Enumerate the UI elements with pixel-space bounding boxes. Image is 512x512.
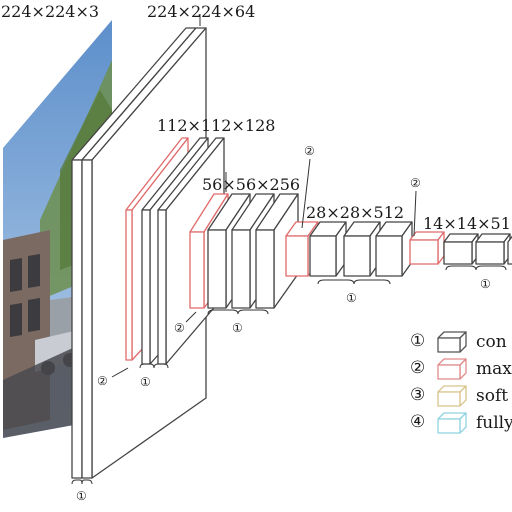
svg-text:③: ③: [410, 385, 425, 405]
svg-text:①: ①: [410, 331, 425, 351]
conv-brace-5: ①: [445, 265, 507, 291]
block3-dim-label: 56×56×256: [202, 175, 300, 194]
input-dim-label: 224×224×3: [1, 2, 99, 21]
softmax-cube-icon: [437, 385, 467, 407]
svg-text:soft: soft: [476, 386, 508, 406]
legend-item-softmax: ③ soft: [410, 385, 508, 407]
conv-cube-icon: [437, 331, 467, 353]
svg-text:②: ②: [97, 374, 108, 388]
svg-text:②: ②: [304, 144, 315, 158]
svg-text:①: ①: [76, 489, 87, 503]
block4-dim-label: 28×28×512: [306, 203, 404, 222]
pool-slab-4: [409, 231, 445, 265]
svg-text:②: ②: [410, 358, 425, 378]
svg-text:②: ②: [410, 176, 421, 190]
conv-brace-3: ①: [207, 309, 269, 335]
conv-block-3: [207, 193, 299, 309]
conv-brace-2: ①: [139, 363, 169, 389]
pool-marker-a: ②: [97, 367, 129, 388]
pool-marker-b: ②: [174, 311, 197, 335]
svg-text:①: ①: [346, 291, 357, 305]
input-street-image: [3, 20, 112, 438]
svg-text:②: ②: [174, 321, 185, 335]
block5-dim-label: 14×14×51: [423, 214, 511, 233]
conv-brace-1: ①: [71, 479, 93, 503]
block1-dim-label: 224×224×64: [147, 2, 255, 21]
conv-block-4: [309, 221, 413, 277]
svg-text:①: ①: [480, 277, 491, 291]
svg-text:①: ①: [232, 321, 243, 335]
block2-dim-label: 112×112×128: [157, 116, 275, 135]
conv-brace-4: ①: [317, 279, 391, 305]
legend: ① con ② max ③ soft: [410, 331, 512, 434]
conv-block-5: [443, 233, 512, 265]
svg-text:max: max: [476, 359, 512, 379]
fully-connected-cube-icon: [437, 412, 467, 434]
pool-marker-c: ②: [301, 144, 315, 229]
svg-text:①: ①: [140, 375, 151, 389]
legend-item-maxpool: ② max: [410, 358, 512, 380]
pool-marker-d: ②: [410, 176, 421, 237]
legend-item-conv: ① con: [410, 331, 507, 353]
maxpool-cube-icon: [437, 358, 467, 380]
svg-text:con: con: [476, 332, 507, 352]
svg-text:④: ④: [410, 412, 425, 432]
svg-text:fully: fully: [476, 413, 512, 433]
legend-item-fully-connected: ④ fully: [410, 412, 512, 434]
